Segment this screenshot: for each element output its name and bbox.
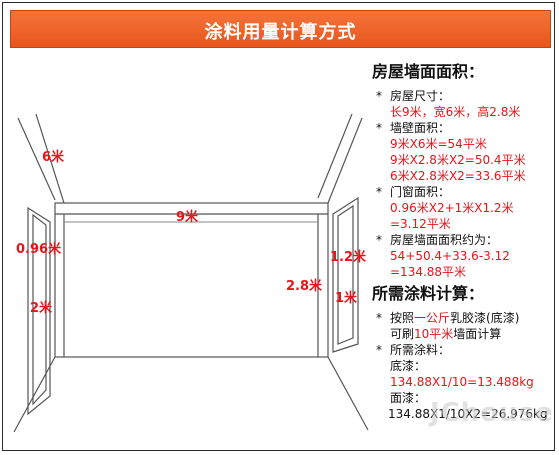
floor-edge-right (327, 356, 369, 431)
base-value: 134.88X1/10=13.488kg (390, 375, 534, 389)
base-label: 底漆： (390, 359, 427, 373)
size-label: 房屋尺寸： (390, 89, 451, 103)
height-label: 2.8米 (286, 279, 323, 294)
wall-line-2: 9米X2.8米X2=50.4平米 (390, 153, 526, 167)
bullet-icon: * (376, 233, 382, 247)
need-section: * 所需涂料： 底漆： 134.88X1/10=13.488kg 面漆： 134… (372, 342, 554, 422)
bullet-icon: * (376, 185, 382, 199)
ceiling-edge-right (327, 117, 363, 204)
bullet-icon: * (376, 343, 382, 357)
depth-label: 6米 (42, 150, 65, 165)
rule-line-2: 可刷10平米墙面计算 (390, 327, 502, 341)
area-title: 房屋墙面面积： (372, 62, 485, 81)
total-label: 房屋墙面面积约为： (390, 233, 499, 247)
back-wall (54, 202, 329, 358)
ceiling-edge-right-inner (317, 113, 353, 199)
wall-label: 墙壁面积： (390, 121, 451, 135)
window-width-label: 0.96米 (16, 242, 62, 257)
wall-line-3: 6米X2.8米X2=33.6平米 (390, 169, 526, 183)
top-value: 134.88X1/10X2=26.976kg (388, 407, 548, 421)
title-banner: 涂料用量计算方式 (10, 10, 551, 48)
outer-frame (2, 2, 555, 451)
total-section: * 房屋墙面面积约为： 54+50.4+33.6-3.12 =134.88平米 (372, 232, 554, 280)
total-line-1: 54+50.4+33.6-3.12 (390, 249, 510, 263)
length-label: 9米 (176, 210, 199, 225)
door-section: * 门窗面积： 0.96米X2+1米X1.2米 =3.12平米 (372, 184, 554, 232)
ceiling-edge-left (17, 117, 56, 201)
size-value: 长9米，宽6米，高2.8米 (390, 105, 521, 119)
bullet-icon: * (376, 121, 382, 135)
door-line-2: =3.12平米 (390, 217, 451, 231)
paint-title: 所需涂料计算： (372, 284, 485, 303)
bullet-icon: * (376, 89, 382, 103)
need-label: 所需涂料： (390, 343, 451, 357)
floor-edge-left (13, 356, 56, 433)
door-label: 门窗面积： (390, 185, 451, 199)
ceiling-edge-left-inner (35, 113, 65, 204)
door-line-1: 0.96米X2+1米X1.2米 (390, 201, 514, 215)
page-title: 涂料用量计算方式 (204, 22, 357, 43)
rule-line-1: 按照一公斤乳胶漆(底漆) (390, 311, 520, 325)
wall-section: * 墙壁面积： 9米X6米=54平米 9米X2.8米X2=50.4平米 6米X2… (372, 120, 554, 184)
total-line-2: =134.88平米 (390, 265, 467, 279)
rule-section: * 按照一公斤乳胶漆(底漆) 可刷10平米墙面计算 (372, 310, 554, 342)
door-right (332, 196, 359, 353)
window-height-label: 2米 (30, 301, 53, 316)
watermark: JChouse (430, 398, 554, 428)
door-height-label: 1.2米 (330, 250, 367, 265)
door-width-label: 1米 (335, 291, 358, 306)
window-left (27, 206, 51, 416)
bullet-icon: * (376, 311, 382, 325)
top-label: 面漆： (390, 391, 427, 405)
size-section: * 房屋尺寸： 长9米，宽6米，高2.8米 (372, 88, 554, 120)
calculation-panel: 房屋墙面面积： * 房屋尺寸： 长9米，宽6米，高2.8米 * 墙壁面积： 9米… (372, 58, 554, 422)
wall-line-1: 9米X6米=54平米 (390, 137, 487, 151)
